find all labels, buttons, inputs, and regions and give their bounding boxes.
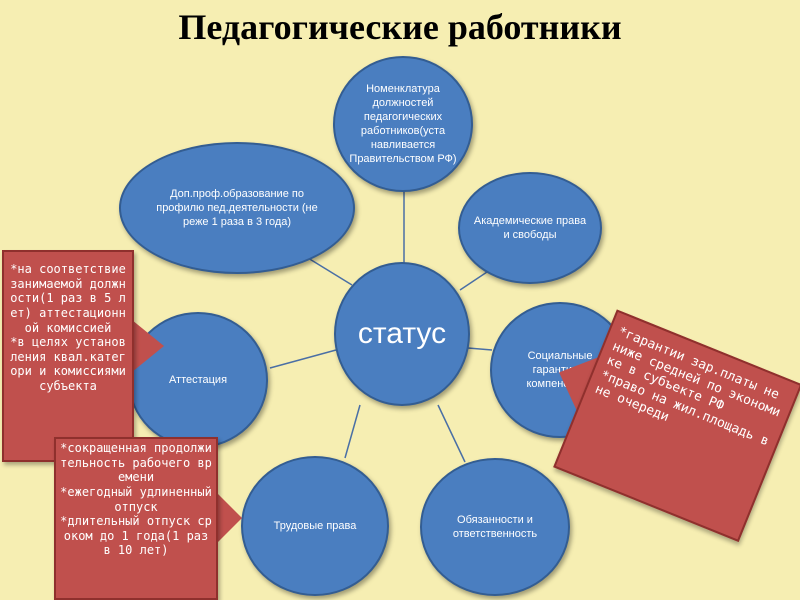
page-title: Педагогические работники <box>178 7 622 47</box>
node-social-label: Социальные гарантии и компенсации <box>526 349 594 391</box>
connector-academic <box>459 269 491 291</box>
node-education: Доп.проф.образование по профилю пед.деят… <box>119 142 355 274</box>
connector-attestation <box>269 349 337 369</box>
connector-labor <box>344 404 361 459</box>
node-status-label: статус <box>357 316 447 350</box>
node-nomenclature: Номенклатура должностей педагогических р… <box>333 56 473 192</box>
node-education-label: Доп.проф.образование по профилю пед.деят… <box>156 187 318 229</box>
node-academic: Академические права и свободы <box>458 172 602 284</box>
node-labor: Трудовые права <box>241 456 389 596</box>
connector-education <box>307 257 353 286</box>
node-nomenclature-label: Номенклатура должностей педагогических р… <box>349 82 457 166</box>
connector-social <box>467 347 493 351</box>
note-attestation-text: *на соответствие занимаемой должности(1 … <box>10 262 126 393</box>
node-duties: Обязанности и ответственность <box>420 458 570 596</box>
note-labor-text: *сокращенная продолжительность рабочего … <box>60 441 212 558</box>
note-attestation: *на соответствие занимаемой должности(1 … <box>2 250 134 462</box>
node-duties-label: Обязанности и ответственность <box>452 513 538 540</box>
note-attestation-arrow <box>132 320 164 372</box>
node-attestation-label: Аттестация <box>168 373 228 386</box>
node-status: статус <box>334 262 470 406</box>
note-labor-arrow <box>216 492 242 544</box>
note-labor: *сокращенная продолжительность рабочего … <box>54 437 218 600</box>
node-labor-label: Трудовые права <box>273 519 357 532</box>
node-academic-label: Академические права и свободы <box>473 214 587 241</box>
connector-duties <box>437 404 466 463</box>
